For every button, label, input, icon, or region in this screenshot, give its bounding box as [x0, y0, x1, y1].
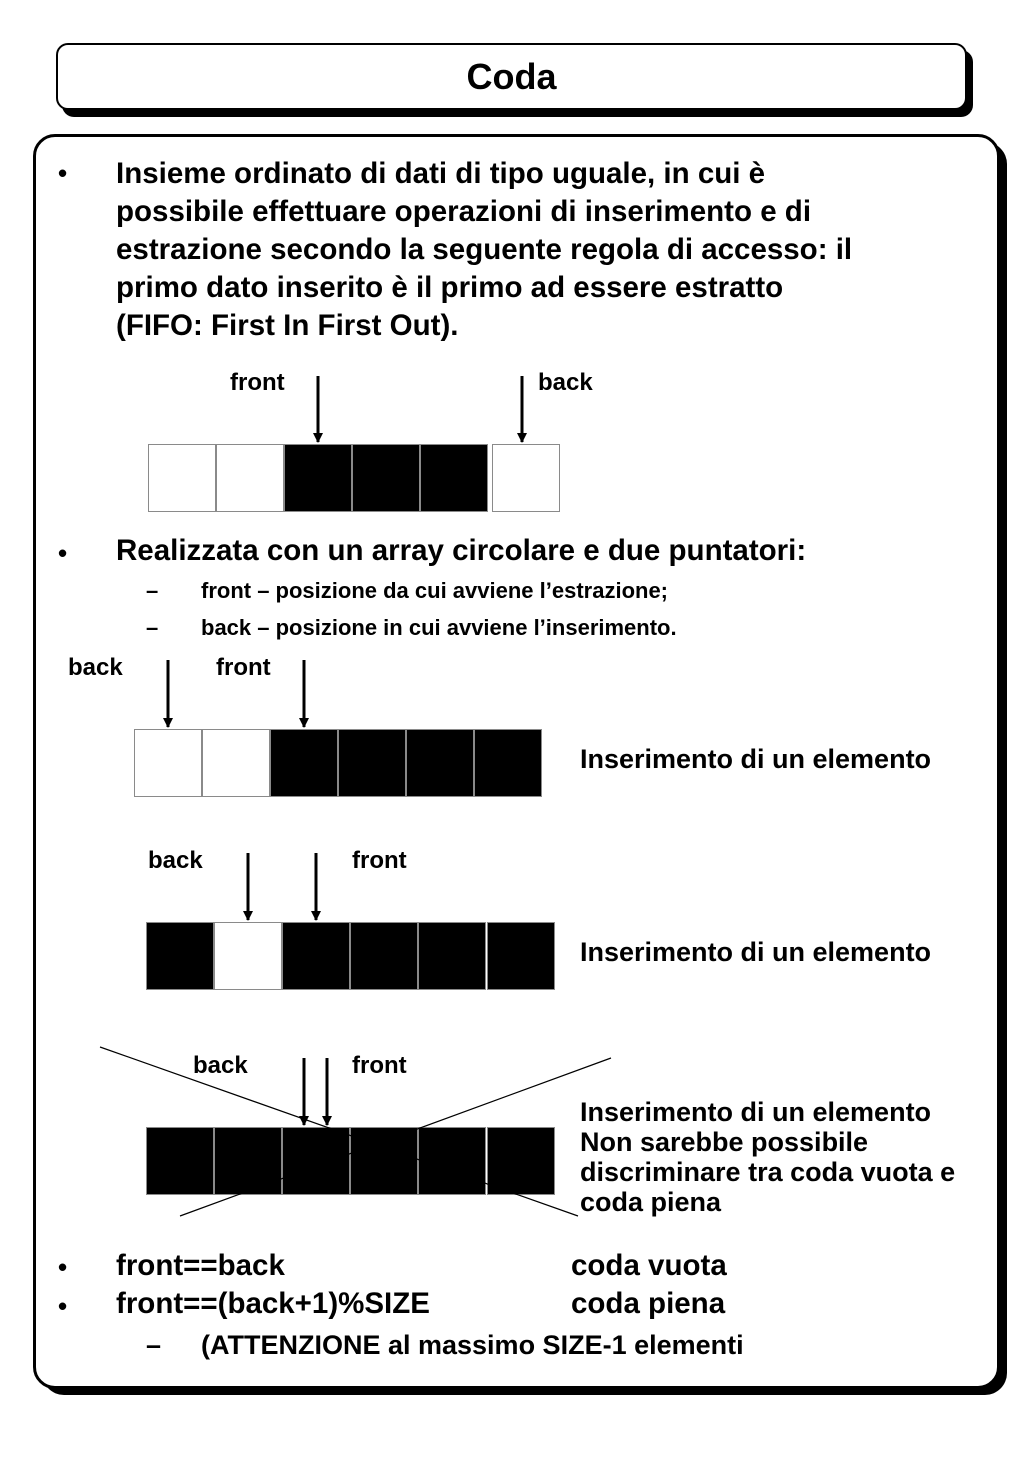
dash-marker: – [146, 578, 159, 603]
array-cell [338, 729, 406, 797]
diagram1-front-label: front [230, 369, 285, 396]
condition-meaning-empty: coda vuota [571, 1249, 727, 1282]
array-cell [474, 729, 542, 797]
array-cell [146, 1127, 214, 1195]
intro-line: possibile effettuare operazioni di inser… [116, 195, 812, 228]
array-cell [270, 729, 338, 797]
condition-expr-full: front==(back+1)%SIZE [116, 1287, 430, 1320]
array-cell [214, 922, 282, 990]
sub-item-front: front – posizione da cui avviene l’estra… [201, 578, 669, 603]
diagram1-back-label: back [538, 369, 593, 396]
diagram4-back-label: back [193, 1052, 248, 1079]
bullet-marker: • [58, 1252, 68, 1282]
array-cell [282, 922, 350, 990]
array-cell [492, 444, 560, 512]
cross-out-line [179, 1057, 612, 1217]
intro-line: (FIFO: First In First Out). [116, 309, 459, 342]
diagram4-caption: Inserimento di un elemento Non sarebbe p… [580, 1097, 955, 1217]
array-cell [406, 729, 474, 797]
array-cell [146, 922, 214, 990]
array-cell [284, 444, 352, 512]
array-cell [214, 1127, 282, 1195]
intro-line: primo dato inserito è il primo ad essere… [116, 271, 784, 304]
diagram3-back-label: back [148, 847, 203, 874]
array-cell [148, 444, 216, 512]
array-cell [216, 444, 284, 512]
diagram3-caption: Inserimento di un elemento [580, 937, 932, 967]
caption-line: Inserimento di un elemento [580, 1097, 932, 1127]
page-title: Coda [466, 55, 557, 97]
intro-paragraph: Insieme ordinato di dati di tipo uguale,… [116, 155, 996, 345]
realization-text: Realizzata con un array circolare e due … [116, 534, 807, 567]
sub-item-back: back – posizione in cui avviene l’inseri… [201, 615, 677, 640]
diagram2-back-label: back [68, 654, 123, 681]
capacity-note: (ATTENZIONE al massimo SIZE-1 elementi [201, 1330, 744, 1360]
array-cell [418, 922, 486, 990]
dash-marker: – [146, 615, 159, 640]
array-cell [420, 444, 488, 512]
array-cell [487, 1127, 555, 1195]
array-cell [282, 1127, 350, 1195]
condition-meaning-full: coda piena [571, 1287, 726, 1320]
caption-line: Non sarebbe possibile [580, 1127, 869, 1157]
dash-marker: – [146, 1330, 162, 1360]
intro-line: estrazione secondo la seguente regola di… [116, 233, 853, 266]
array-cell [350, 1127, 418, 1195]
bullet-marker: • [58, 538, 68, 568]
array-cell [418, 1127, 486, 1195]
diagram2-front-label: front [216, 654, 271, 681]
condition-expr-empty: front==back [116, 1249, 285, 1282]
array-cell [487, 922, 555, 990]
bullet-marker: • [58, 1291, 68, 1321]
array-cell [134, 729, 202, 797]
array-cell [202, 729, 270, 797]
diagram3-front-label: front [352, 847, 407, 874]
array-cell [350, 922, 418, 990]
caption-line: coda piena [580, 1187, 722, 1217]
diagram4-front-label: front [352, 1052, 407, 1079]
array-cell [352, 444, 420, 512]
title-box: Coda [56, 43, 967, 110]
cross-out-line [99, 1046, 579, 1217]
intro-line: Insieme ordinato di dati di tipo uguale,… [116, 157, 766, 190]
caption-line: discriminare tra coda vuota e [580, 1157, 956, 1187]
diagram2-caption: Inserimento di un elemento [580, 744, 932, 774]
bullet-marker: • [58, 158, 68, 188]
